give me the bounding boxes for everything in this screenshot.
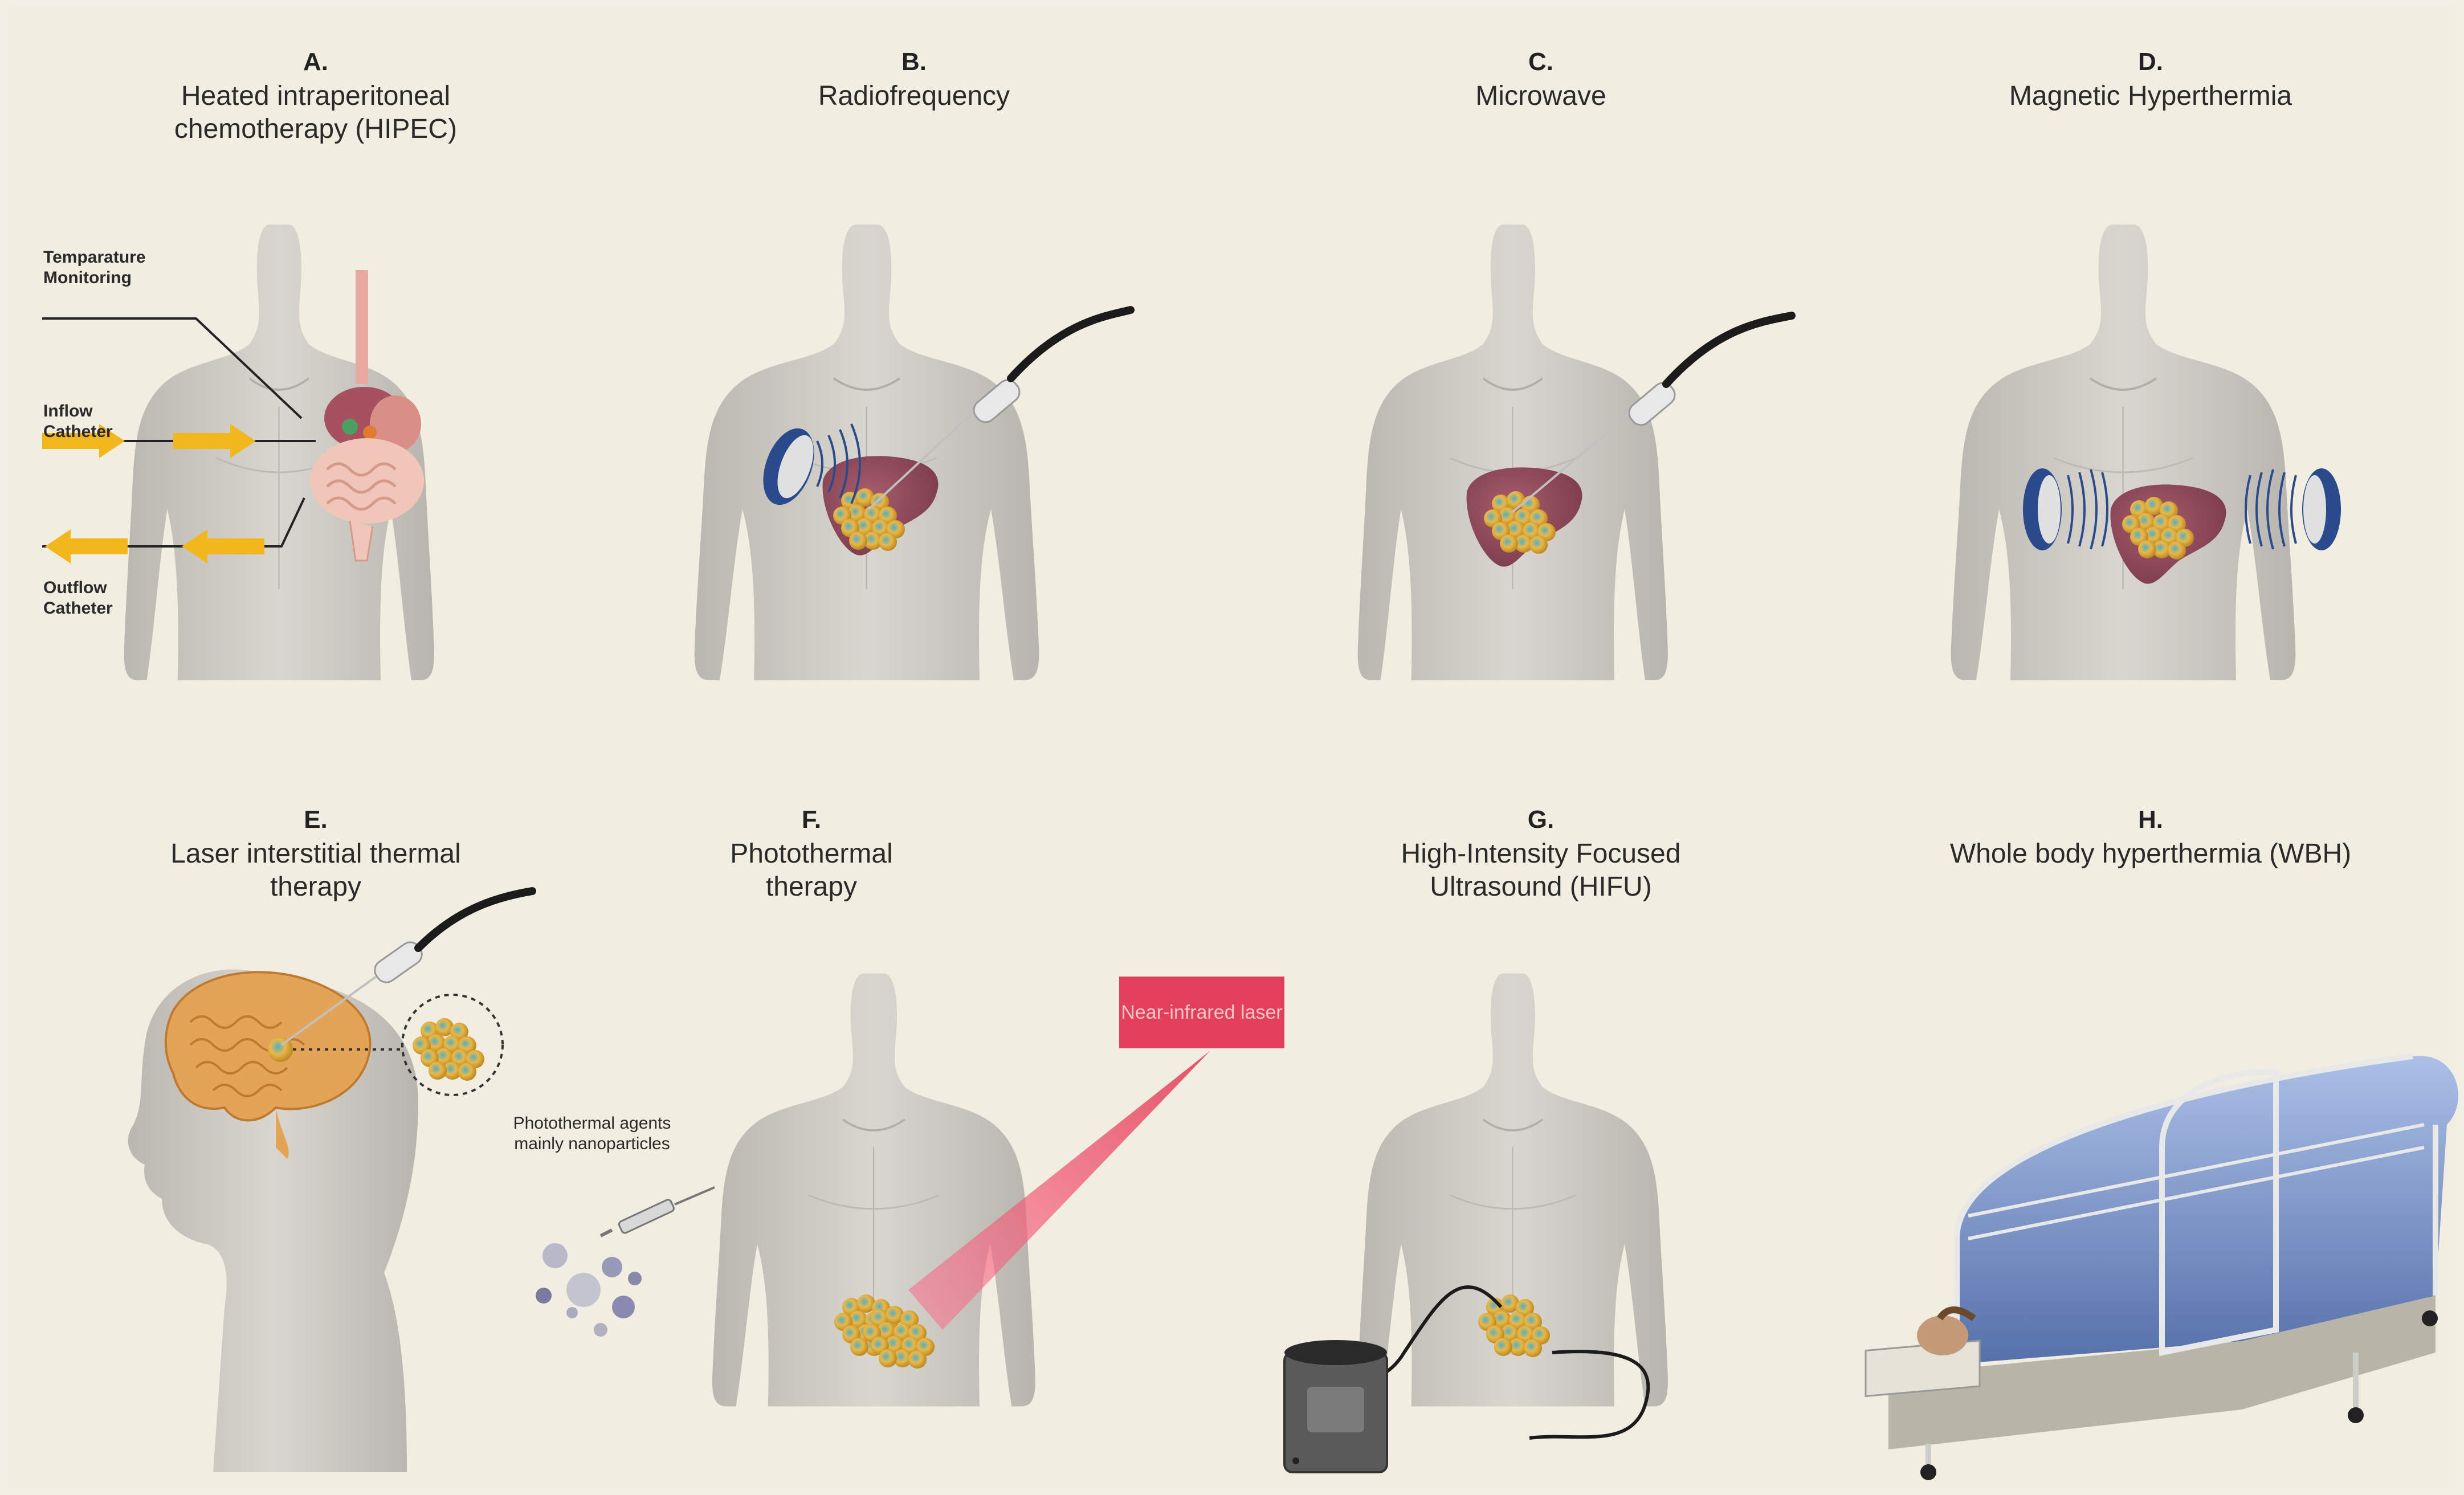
panel-photothermal: F. Photothermal therapy Pho: [509, 806, 1273, 1484]
inflow-catheter-label: Inflow Catheter: [43, 401, 146, 442]
figure-sheet: A. Heated intraperitoneal chemotherapy (…: [8, 8, 2456, 1487]
panel-whole-body-hyperthermia: H. Whole body hyperthermia (WBH): [1843, 806, 2458, 1484]
hyperthermia-chamber-icon: [1866, 1056, 2458, 1480]
outflow-catheter-label: Outflow Catheter: [43, 578, 146, 619]
radiofrequency-illustration: [606, 48, 1222, 783]
panel-hifu: G. High-Intensity Focused Ultrasound (HI…: [1233, 806, 1849, 1484]
whole-body-hyperthermia-illustration: [1843, 806, 2458, 1484]
nanoparticles-icon: [536, 1243, 642, 1337]
panel-hipec: A. Heated intraperitoneal chemotherapy (…: [8, 48, 623, 783]
panel-microwave: C. Microwave: [1233, 48, 1849, 783]
hifu-illustration: [1233, 806, 1849, 1484]
panel-magnetic-hyperthermia: D. Magnetic Hyperthermia: [1843, 48, 2458, 783]
photothermal-agents-label: Photothermal agents mainly nanoparticles: [509, 1113, 675, 1154]
ultrasound-device-icon: [1284, 1340, 1387, 1472]
temperature-monitoring-label: Temparature Monitoring: [43, 247, 169, 288]
panel-radiofrequency: B. Radiofrequency: [606, 48, 1222, 783]
microwave-illustration: [1233, 48, 1849, 783]
magnetic-hyperthermia-illustration: [1843, 48, 2458, 783]
syringe-icon: [601, 1187, 715, 1236]
